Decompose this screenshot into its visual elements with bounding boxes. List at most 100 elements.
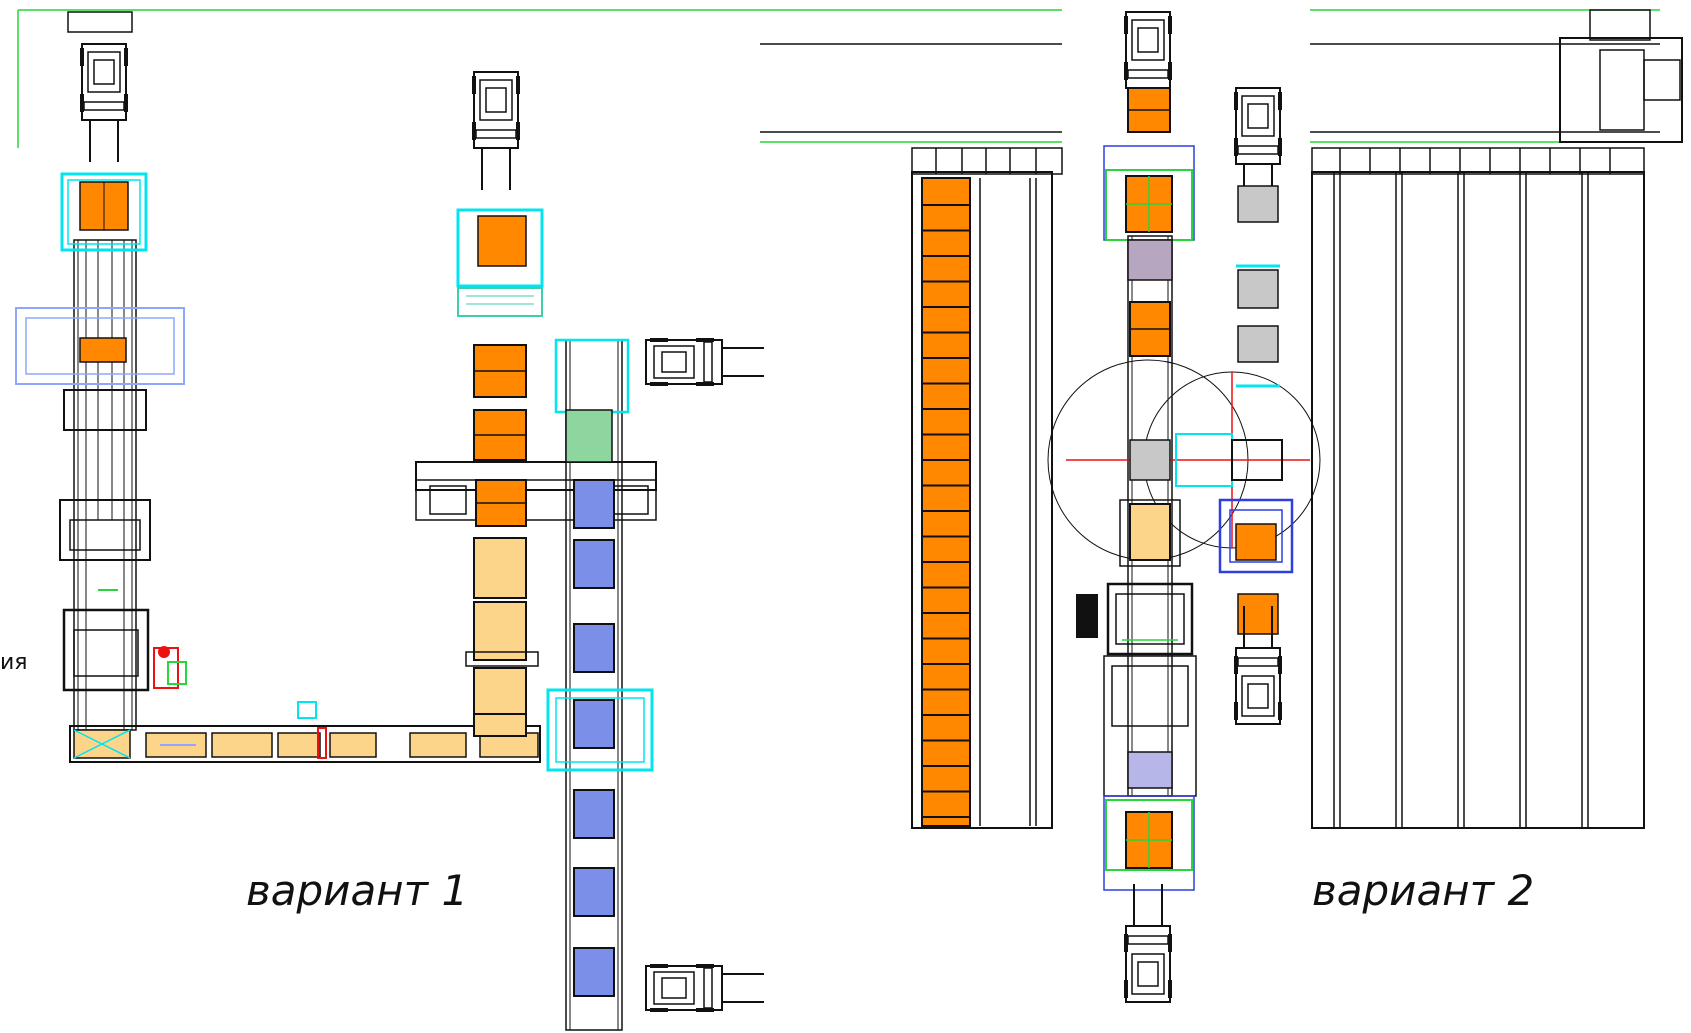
selection-box <box>1103 795 1195 891</box>
forklift-mast <box>1237 657 1279 667</box>
forklift-wheel <box>696 964 714 968</box>
transfer-detail <box>429 485 467 515</box>
purple-box <box>1127 239 1173 281</box>
machine-column-v1 <box>73 239 137 731</box>
forklift-wheel <box>650 338 668 342</box>
cyan-station <box>456 208 544 288</box>
forklift-wheel <box>1278 656 1282 674</box>
machine-top-right-panel <box>1643 59 1681 101</box>
forklift-wheel <box>650 964 668 968</box>
forklift-wheel <box>650 1008 668 1012</box>
grey-box <box>1237 325 1279 363</box>
forklift-icon <box>1124 11 1172 130</box>
forklift-wheel <box>516 122 520 140</box>
yellow-box <box>277 732 321 758</box>
press-machine <box>62 608 150 692</box>
green-box <box>565 409 613 463</box>
grey-box <box>1237 185 1279 223</box>
forklift-wheel <box>1168 980 1172 998</box>
side-label: ия <box>0 650 28 675</box>
forklift-seat <box>1247 103 1269 129</box>
green-control <box>167 661 187 685</box>
forklift-wheel <box>80 94 84 112</box>
control-panel <box>1076 594 1098 638</box>
yellow-box <box>1129 503 1171 561</box>
forklift-wheel <box>696 1008 714 1012</box>
machine-top-right <box>1559 37 1683 143</box>
teal-unit <box>457 287 543 317</box>
forklift-wheel <box>124 48 128 66</box>
gate <box>465 651 539 667</box>
forklift-wheel <box>124 94 128 112</box>
blue-box <box>1127 751 1173 789</box>
forklift-wheel <box>1168 62 1172 80</box>
orange-pallet <box>79 337 127 363</box>
blue-pallet-station-inner <box>1229 509 1283 563</box>
light-blue-machine-inner <box>25 317 175 375</box>
forklift-wheel <box>650 382 668 386</box>
forklift-seat <box>485 87 507 113</box>
forklift-wheel <box>1124 934 1128 952</box>
forklift-seat <box>1137 961 1159 987</box>
cyan-station-inner <box>67 179 141 245</box>
forklift-icon <box>1124 884 1172 1003</box>
rack-header <box>911 147 1063 175</box>
forklift-wheel <box>1278 702 1282 720</box>
forklift-wheel <box>1278 92 1282 110</box>
machine-top-right-inner <box>1599 49 1645 131</box>
cyan-sensor <box>297 701 317 719</box>
rack-header <box>1311 147 1645 175</box>
forklift-mast <box>1127 69 1169 79</box>
forklift-wheel <box>1234 92 1238 110</box>
machine-top-v1 <box>67 11 133 33</box>
transfer-machine <box>415 461 657 491</box>
grey-box <box>1237 269 1279 309</box>
grey-box <box>1129 439 1171 481</box>
forklift-wheel <box>1168 934 1172 952</box>
press-machine <box>1106 582 1194 656</box>
forklift-wheel <box>1234 702 1238 720</box>
cyan-station <box>546 688 654 772</box>
transfer-machine <box>415 479 657 521</box>
yellow-box <box>473 713 527 737</box>
forklift-mast <box>83 101 125 111</box>
forklift-icon <box>645 964 764 1012</box>
press-machine-inner <box>73 629 139 677</box>
forklift-seat <box>661 351 687 373</box>
press-machine-inner <box>1115 593 1185 645</box>
forklift-wheel <box>1124 980 1128 998</box>
cyan-station <box>60 172 148 252</box>
machine-top-right-head <box>1589 9 1651 41</box>
forklift-wheel <box>1124 62 1128 80</box>
forklift-icon <box>80 43 128 162</box>
green-frame <box>1105 799 1193 871</box>
forklift-mast <box>1237 145 1279 155</box>
forklift-mast <box>703 341 713 383</box>
robot-arm <box>1231 439 1283 481</box>
forklift-seat <box>93 59 115 85</box>
blue-box <box>573 947 615 997</box>
machine-block <box>63 389 147 431</box>
forklift-wheel <box>1234 656 1238 674</box>
orange-pallet <box>1235 523 1277 561</box>
variant-1-caption: вариант 1 <box>246 866 469 915</box>
forklift-icon <box>645 338 764 386</box>
storage-rack-left <box>911 171 1053 829</box>
forklift-seat <box>1247 683 1269 709</box>
forklift-wheel <box>516 76 520 94</box>
blue-box <box>573 699 615 749</box>
yellow-box <box>473 667 527 715</box>
storage-rack-right <box>1311 171 1645 829</box>
forklift-seat <box>661 977 687 999</box>
yellow-box <box>211 732 273 758</box>
variant-2-caption: вариант 2 <box>1312 866 1535 915</box>
machine-block <box>1119 499 1181 567</box>
machine-block-inner <box>69 519 141 551</box>
forklift-wheel <box>696 338 714 342</box>
forklift-wheel <box>1124 16 1128 34</box>
light-blue-machine <box>15 307 185 385</box>
storage-lane-orange <box>921 177 971 827</box>
red-sensor <box>317 727 327 759</box>
forklift-wheel <box>696 382 714 386</box>
